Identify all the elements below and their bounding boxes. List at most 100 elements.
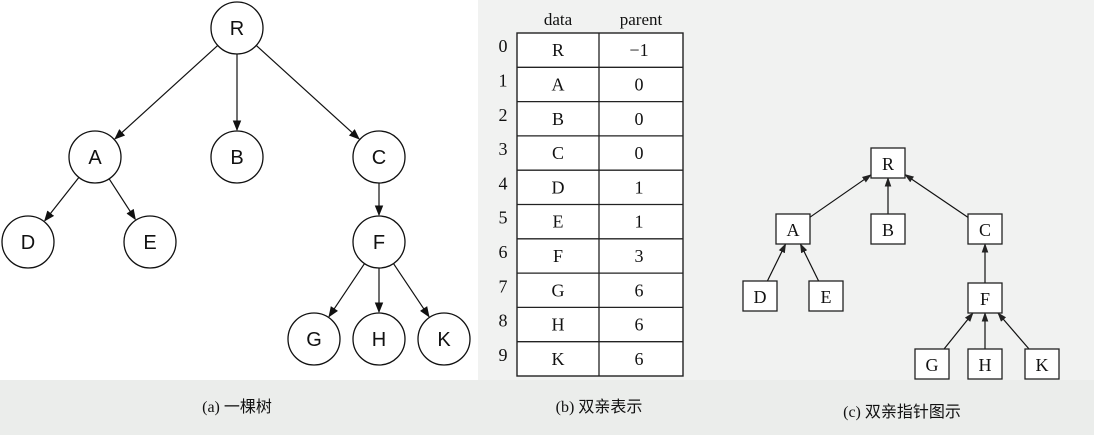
pointer-edge-e-a xyxy=(799,243,820,282)
tree-node-c: C xyxy=(352,130,406,184)
table-cell-data: G xyxy=(552,280,565,300)
caption-strip xyxy=(0,380,1094,435)
table-row-index: 0 xyxy=(499,36,508,56)
table-cell-data: A xyxy=(552,74,565,94)
tree-node-r: R xyxy=(210,1,264,55)
pointer-node-box xyxy=(967,348,1003,380)
pointer-node-k: K xyxy=(1024,348,1060,380)
pointer-node-box xyxy=(870,213,906,245)
table-cell-data: B xyxy=(552,109,564,129)
tree-node-circle xyxy=(417,312,471,366)
pointer-node-a: A xyxy=(775,213,811,245)
table-cell-data: F xyxy=(553,246,563,266)
table-row-index: 5 xyxy=(499,208,508,228)
tree-node-f: F xyxy=(352,215,406,269)
table-cell-data: D xyxy=(552,177,565,197)
tree-node-label: R xyxy=(230,18,244,40)
table-cell-data: R xyxy=(552,40,564,60)
tree-node-k: K xyxy=(417,312,471,366)
tree-node-label: A xyxy=(88,147,102,169)
pointer-edge-c-r xyxy=(904,174,969,218)
pointer-node-b: B xyxy=(870,213,906,245)
pointer-node-label: F xyxy=(980,289,990,309)
table-row-index: 1 xyxy=(499,70,508,90)
table-row-index: 2 xyxy=(499,105,508,125)
tree-edge-f-k xyxy=(392,263,430,318)
tree-panel xyxy=(0,0,478,380)
tree-node-circle xyxy=(123,215,177,269)
table-cell-parent: 0 xyxy=(635,109,644,129)
table-cell-data: E xyxy=(553,212,564,232)
pointer-node-box xyxy=(967,213,1003,245)
pointer-node-e: E xyxy=(808,280,844,312)
tree-caption: (a) 一棵树 xyxy=(202,398,272,416)
tree-node-label: G xyxy=(306,329,322,351)
tree-node-circle xyxy=(287,312,341,366)
pointer-node-label: E xyxy=(821,287,832,307)
pointer-node-box xyxy=(914,348,950,380)
pointer-edge-d-a xyxy=(766,243,787,282)
pointer-node-box xyxy=(808,280,844,312)
pointer-node-box xyxy=(1024,348,1060,380)
tree-node-label: H xyxy=(372,329,386,351)
pointer-node-d: D xyxy=(742,280,778,312)
pointer-node-label: B xyxy=(882,220,894,240)
table-row-index: 6 xyxy=(499,242,508,262)
tree-node-label: E xyxy=(143,232,156,254)
table-row: 2 B 0 xyxy=(499,105,644,129)
pointer-edge-g-f xyxy=(943,312,974,350)
pointer-node-box xyxy=(967,282,1003,314)
pointer-node-box xyxy=(870,147,906,179)
pointer-node-label: A xyxy=(787,220,800,240)
table-header-parent: parent xyxy=(620,10,663,29)
tree-node-circle xyxy=(68,130,122,184)
tree-edges xyxy=(44,45,430,318)
tree-node-label: K xyxy=(437,329,451,351)
table-cell-data: H xyxy=(552,315,565,335)
pointer-node-label: C xyxy=(979,220,991,240)
pointer-node-h: H xyxy=(967,348,1003,380)
pointer-node-g: G xyxy=(914,348,950,380)
pointer-node-box xyxy=(742,280,778,312)
table-grid xyxy=(516,32,684,377)
tree-node-g: G xyxy=(287,312,341,366)
table-cell-parent: 1 xyxy=(635,177,644,197)
table-cell-parent: 6 xyxy=(635,349,644,369)
pointer-node-label: G xyxy=(926,355,939,375)
table-row: 9 K 6 xyxy=(499,345,644,369)
table-cell-parent: 6 xyxy=(635,280,644,300)
pointer-caption: (c) 双亲指针图示 xyxy=(843,403,961,421)
table-cell-data: K xyxy=(552,349,565,369)
tree-edge-r-c xyxy=(255,45,360,140)
pointer-edges xyxy=(766,174,1030,350)
tree-node-label: F xyxy=(373,232,385,254)
tree-node-label: D xyxy=(21,232,35,254)
table-cell-parent: 0 xyxy=(635,143,644,163)
pointer-edge-k-f xyxy=(997,312,1030,350)
tree-node-e: E xyxy=(123,215,177,269)
tree-node-label: C xyxy=(372,147,386,169)
tree-node-circle xyxy=(352,312,406,366)
table-caption: (b) 双亲表示 xyxy=(556,398,643,416)
table-row-index: 8 xyxy=(499,311,508,331)
tree-node-circle xyxy=(210,130,264,184)
table-row-index: 9 xyxy=(499,345,508,365)
tree-edge-a-e xyxy=(108,178,136,221)
tree-node-circle xyxy=(1,215,55,269)
tree-node-circle xyxy=(210,1,264,55)
tree-edge-r-a xyxy=(114,45,219,140)
pointer-node-label: R xyxy=(882,154,894,174)
pointer-node-r: R xyxy=(870,147,906,179)
tree-edge-f-g xyxy=(328,263,366,318)
tree-node-circle xyxy=(352,130,406,184)
pointer-edge-a-r xyxy=(809,174,872,218)
